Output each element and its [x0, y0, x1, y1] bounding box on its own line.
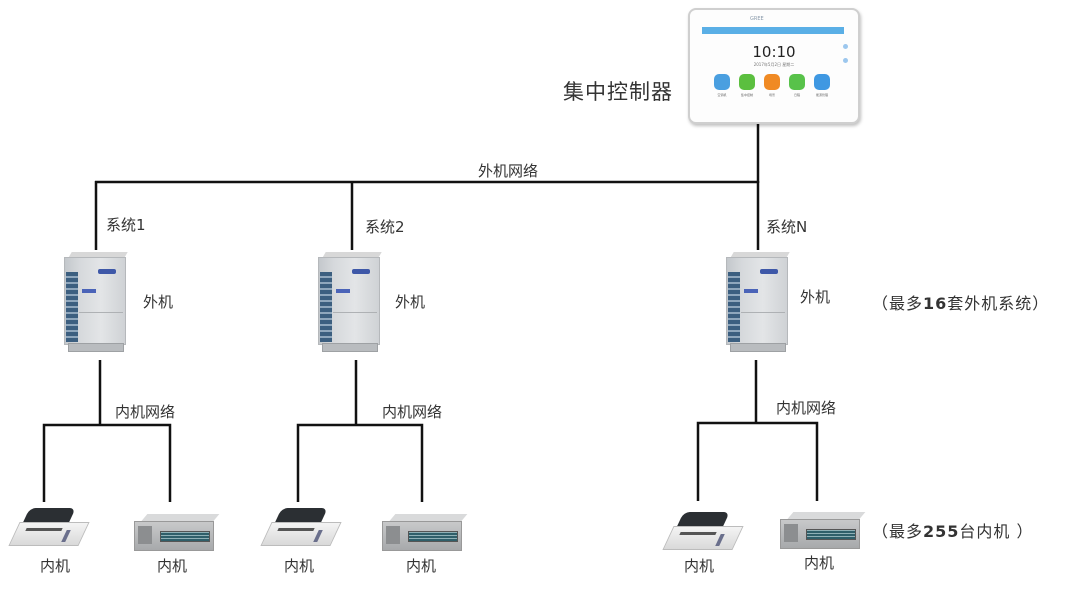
outdoor-unit-n[interactable]: [726, 252, 790, 352]
systemN-indoor-bus: [696, 421, 819, 501]
outdoor-unit-1-label: 外机: [143, 293, 174, 311]
outdoor-unit-1[interactable]: [64, 252, 128, 352]
system1-label: 系统1: [106, 216, 146, 234]
system1-indoor-network-label: 内机网络: [115, 403, 176, 421]
app-aircon[interactable]: 空调机: [714, 74, 730, 97]
controller-label: 集中控制器: [563, 80, 673, 104]
central-controller[interactable]: GREE 10:10 2017年5月2日 星期二 空调机 集中控制 场景 日程 …: [688, 8, 860, 124]
indoor-unit-label: 内机: [40, 557, 71, 575]
indoor-unit-duct-n[interactable]: [780, 512, 866, 550]
app-central-control[interactable]: 集中控制: [739, 74, 755, 97]
indoor-unit-duct-1[interactable]: [134, 514, 220, 552]
indoor-unit-duct-2[interactable]: [382, 514, 468, 552]
clock-time: 10:10: [752, 43, 796, 61]
group-icon: [739, 74, 755, 90]
outdoor-unit-2[interactable]: [318, 252, 382, 352]
indoor-unit-cassette-2[interactable]: [260, 508, 342, 550]
indoor-unit-label: 内机: [157, 557, 188, 575]
app-schedule[interactable]: 日程: [789, 74, 805, 97]
indoor-unit-label: 内机: [804, 554, 835, 572]
system2-indoor-network-label: 内机网络: [382, 403, 443, 421]
indoor-unit-label: 内机: [406, 557, 437, 575]
system1-indoor-bus: [42, 423, 172, 502]
max-outdoor-note: （最多16套外机系统）: [872, 294, 1050, 313]
scene-icon: [764, 74, 780, 90]
calendar-icon: [789, 74, 805, 90]
systemN-label: 系统N: [766, 218, 808, 236]
indoor-unit-label: 内机: [684, 557, 715, 575]
app-energy[interactable]: 能源管理: [814, 74, 830, 97]
status-bar: [702, 27, 844, 34]
indoor-unit-label: 内机: [284, 557, 315, 575]
outdoor-network-label: 外机网络: [478, 162, 539, 180]
aircon-icon: [714, 74, 730, 90]
system2-label: 系统2: [365, 218, 405, 236]
indoor-unit-cassette-1[interactable]: [8, 508, 90, 550]
app-icons: 空调机 集中控制 场景 日程 能源管理: [714, 74, 830, 97]
help-icon[interactable]: [843, 44, 848, 49]
system2-indoor-bus: [296, 423, 424, 502]
max-indoor-note: （最多255台内机 ）: [872, 522, 1034, 541]
outdoor-unit-2-label: 外机: [395, 293, 426, 311]
indoor-unit-cassette-n[interactable]: [662, 512, 744, 554]
clock-date: 2017年5月2日 星期二: [753, 62, 795, 67]
settings-icon[interactable]: [843, 58, 848, 63]
systemN-indoor-network-label: 内机网络: [776, 399, 837, 417]
brand-logo: GREE: [750, 16, 764, 22]
energy-icon: [814, 74, 830, 90]
app-scene[interactable]: 场景: [764, 74, 780, 97]
outdoor-unit-n-label: 外机: [800, 288, 831, 306]
